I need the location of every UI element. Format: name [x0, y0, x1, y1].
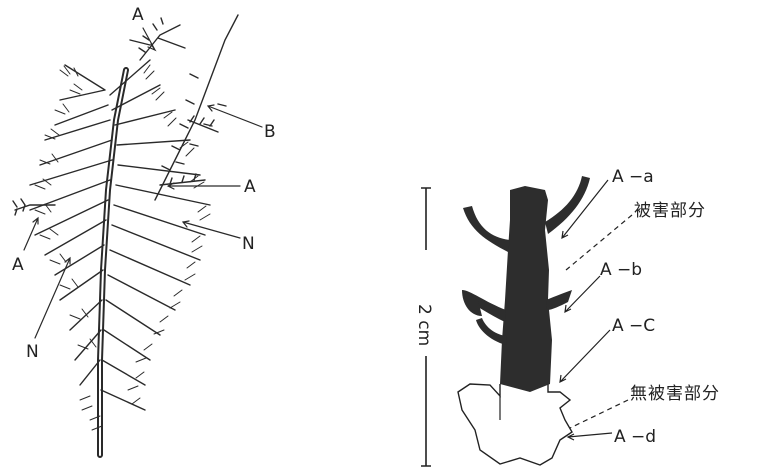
label-a-d: A −d	[614, 427, 656, 447]
label-n-left: N	[26, 342, 39, 362]
label-undamaged-part: 無被害部分	[630, 384, 720, 404]
twig-b	[155, 15, 238, 200]
label-a-left: A	[12, 255, 24, 275]
label-a-c: A −C	[612, 316, 655, 336]
left-figure-labels: A B A N A N	[12, 5, 276, 362]
label-damaged-part: 被害部分	[634, 201, 706, 221]
conifer-branch-illustration	[13, 15, 262, 455]
leader-lines-right	[560, 180, 632, 440]
label-a-top: A	[132, 5, 144, 25]
scale-label: 2 cm	[414, 304, 434, 346]
label-b: B	[264, 122, 276, 142]
label-a-a: A −a	[612, 167, 654, 187]
label-n-right: N	[242, 234, 255, 254]
twig-a-left	[13, 199, 55, 215]
label-a-mid: A	[244, 177, 256, 197]
damaged-stem	[500, 186, 552, 392]
needle-texture	[35, 65, 210, 430]
undamaged-base	[458, 384, 572, 465]
leader-lines-left	[24, 28, 262, 338]
label-a-b: A −b	[600, 260, 642, 280]
